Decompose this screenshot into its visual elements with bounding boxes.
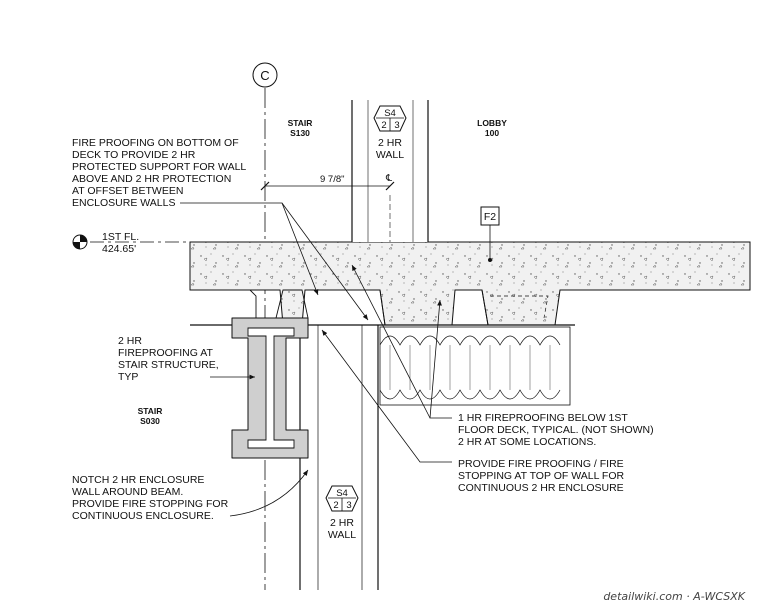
upper-wall	[351, 100, 429, 242]
note-line: STAIR STRUCTURE,	[118, 359, 219, 371]
grid-bubble-label: C	[260, 68, 269, 83]
wall-rating-2: WALL	[328, 529, 356, 541]
note-line: PROVIDE FIRE PROOFING / FIRE	[458, 458, 624, 470]
note-line: AT OFFSET BETWEEN	[72, 185, 183, 197]
note-notch-wall: NOTCH 2 HR ENCLOSURE WALL AROUND BEAM. P…	[72, 469, 309, 522]
note-line: STOPPING AT TOP OF WALL FOR	[458, 470, 625, 482]
note-line: CONTINUOUS 2 HR ENCLOSURE	[458, 482, 624, 494]
detail-tag: F2	[480, 206, 500, 262]
dimension: 9 7/8" ℄	[260, 173, 395, 191]
note-line: TYP	[118, 371, 138, 383]
level-name: 1ST FL.	[102, 231, 139, 243]
room-name-stair-upper: STAIR	[288, 118, 313, 128]
note-line: 2 HR AT SOME LOCATIONS.	[458, 436, 596, 448]
level-elevation: 424.65'	[102, 243, 136, 255]
note-line: PROTECTED SUPPORT FOR WALL	[72, 161, 246, 173]
note-line: CONTINUOUS ENCLOSURE.	[72, 510, 214, 522]
room-number-stair-upper: S130	[290, 128, 310, 138]
detail-tag-label: F2	[484, 211, 496, 223]
wall-rating-1: 2 HR	[378, 137, 402, 149]
note-line: WALL AROUND BEAM.	[72, 486, 183, 498]
note-line: NOTCH 2 HR ENCLOSURE	[72, 474, 204, 486]
note-fireproof-stair: 2 HR FIREPROOFING AT STAIR STRUCTURE, TY…	[118, 335, 255, 383]
note-deck-1hr: 1 HR FIREPROOFING BELOW 1ST FLOOR DECK, …	[351, 264, 654, 448]
dimension-text: 9 7/8"	[320, 174, 345, 185]
room-number-lobby: 100	[485, 128, 499, 138]
note-line: PROVIDE FIRE STOPPING FOR	[72, 498, 229, 510]
insulation	[379, 326, 571, 406]
level-marker: 1ST FL. 424.65'	[72, 231, 139, 255]
wall-tag-lower: S4 2 3 2 HR WALL	[325, 485, 359, 541]
wall-tag-upper: S4 2 3 2 HR WALL	[373, 105, 407, 161]
lower-wall	[299, 325, 379, 590]
note-line: FLOOR DECK, TYPICAL. (NOT SHOWN)	[458, 424, 654, 436]
wall-rating-2: WALL	[376, 149, 404, 161]
note-line: FIREPROOFING AT	[118, 347, 213, 359]
wall-tag-left: 2	[381, 120, 386, 131]
centerline-mark: ℄	[385, 173, 393, 184]
note-line: FIRE PROOFING ON BOTTOM OF	[72, 137, 239, 149]
wall-tag-code: S4	[384, 108, 396, 119]
wall-tag-left: 2	[333, 500, 338, 511]
wall-tag-right: 3	[394, 120, 399, 131]
note-fireproof-deck: FIRE PROOFING ON BOTTOM OF DECK TO PROVI…	[72, 137, 369, 321]
room-number-stair-lower: S030	[140, 416, 160, 426]
wall-tag-right: 3	[346, 500, 351, 511]
wall-rating-1: 2 HR	[330, 517, 354, 529]
concrete-slab	[189, 241, 751, 326]
room-name-lobby: LOBBY	[477, 118, 507, 128]
wall-tag-code: S4	[336, 488, 348, 499]
room-name-stair-lower: STAIR	[138, 406, 163, 416]
note-line: 1 HR FIREPROOFING BELOW 1ST	[458, 412, 628, 424]
watermark: detailwiki.com · A-WCSXK	[603, 590, 745, 603]
note-line: 2 HR	[118, 335, 142, 347]
note-line: ABOVE AND 2 HR PROTECTION	[72, 173, 231, 185]
note-line: DECK TO PROVIDE 2 HR	[72, 149, 196, 161]
note-line: ENCLOSURE WALLS	[72, 197, 175, 209]
note-top-of-wall: PROVIDE FIRE PROOFING / FIRE STOPPING AT…	[321, 329, 625, 494]
steel-beam	[231, 317, 309, 459]
